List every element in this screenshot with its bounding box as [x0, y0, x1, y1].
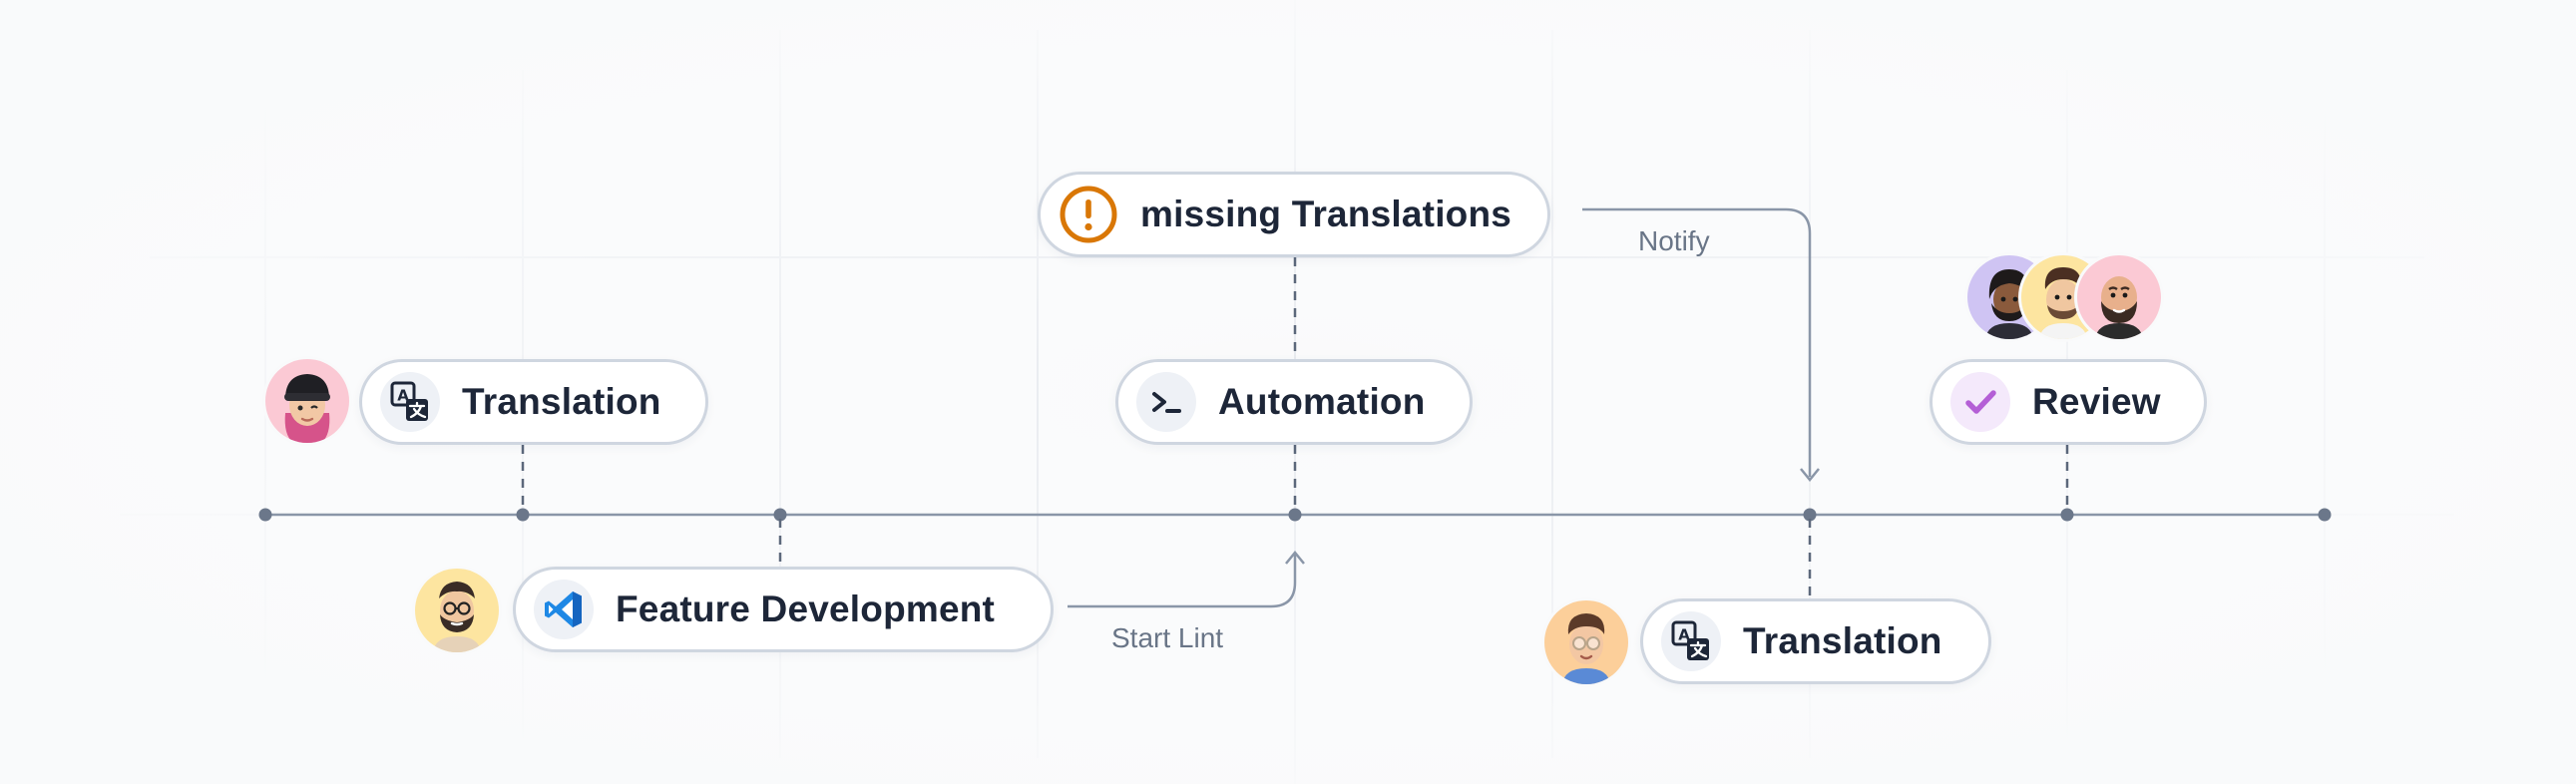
timeline-dots	[258, 508, 2332, 522]
avatar	[2077, 255, 2161, 339]
avatar	[265, 359, 349, 443]
avatar	[1544, 600, 1628, 684]
dashed-connectors	[521, 257, 2069, 600]
svg-text:A: A	[397, 387, 409, 405]
svg-text:A: A	[1678, 626, 1690, 644]
translate-icon: A	[1661, 611, 1721, 671]
start-lint-arrow	[1068, 555, 1297, 608]
notify-label: Notify	[1638, 225, 1710, 256]
node-label: Feature Development	[616, 588, 996, 629]
check-icon	[1950, 372, 2010, 432]
review-node[interactable]: Review	[1930, 359, 2207, 445]
vscode-icon	[534, 580, 594, 639]
translation-node-left[interactable]: A Translation	[359, 359, 708, 445]
start-lint-label: Start Lint	[1111, 622, 1224, 653]
node-label: Automation	[1218, 381, 1426, 422]
node-label: missing Translations	[1140, 194, 1512, 234]
terminal-icon	[1136, 372, 1196, 432]
translation-node-right[interactable]: A Translation	[1640, 598, 1991, 684]
feature-development-node[interactable]: Feature Development	[513, 567, 1054, 652]
node-label: Translation	[462, 381, 661, 422]
alert-icon	[1059, 185, 1118, 244]
avatar	[415, 569, 499, 652]
translate-icon: A	[380, 372, 440, 432]
node-label: Review	[2032, 381, 2161, 422]
missing-translations-node[interactable]: missing Translations	[1038, 172, 1550, 257]
automation-node[interactable]: Automation	[1115, 359, 1473, 445]
notify-arrow	[1582, 207, 1812, 477]
node-label: Translation	[1743, 620, 1942, 661]
